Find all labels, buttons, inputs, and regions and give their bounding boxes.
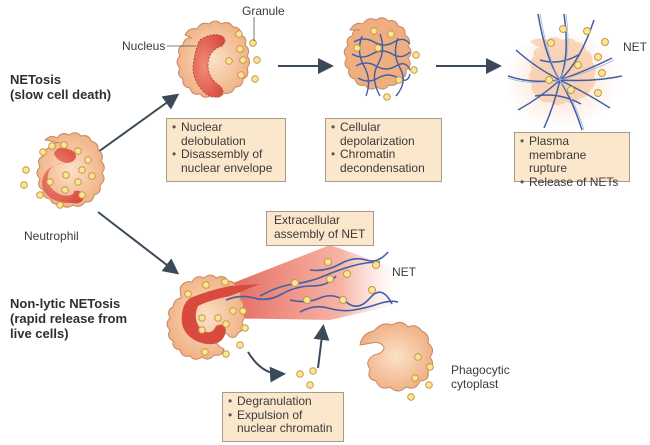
arrow-granules-to-net-assembly <box>313 324 330 369</box>
nonlytic-title-line2: (rapid release from <box>10 311 128 326</box>
nonlytic-title-line3: live cells) <box>10 326 69 341</box>
nonlytic-title: Non-lytic NETosis (rapid release from li… <box>10 296 127 341</box>
delobulation-cell <box>176 20 250 98</box>
box-extracellular-assembly: Extracellular assembly of NET <box>266 211 374 246</box>
phagocytic-label-line2: cytoplast <box>451 377 499 391</box>
neutrophil-granules <box>20 141 96 209</box>
decondensed-chromatin <box>351 33 411 97</box>
nonlytic-cell <box>166 245 399 389</box>
granule-label: Granule <box>242 4 285 18</box>
arrow-degranulation-curve <box>247 351 286 383</box>
nonlytic-chromatin <box>225 251 399 313</box>
phagocytic-cytoplast-label: Phagocytic cytoplast <box>451 363 510 391</box>
neutrophil-cell <box>36 132 105 208</box>
nonlytic-granules <box>184 258 380 389</box>
phagocytic-cytoplast <box>359 321 434 401</box>
neutrophil-nucleus <box>42 147 84 204</box>
delobulation-nucleus <box>192 34 226 98</box>
nonlytic-nucleus <box>181 284 260 345</box>
nonlytic-title-line1: Non-lytic NETosis <box>10 296 121 311</box>
net-structure-top <box>504 13 623 131</box>
net-label-bottom: NET <box>392 265 416 279</box>
arrow-neutrophil-to-nonlytic <box>97 211 180 275</box>
delobulation-granules <box>225 30 261 83</box>
netosis-title: NETosis (slow cell death) <box>10 72 111 102</box>
decondensation-cell <box>343 17 420 101</box>
nucleus-label: Nucleus <box>122 39 166 53</box>
box-item: Degranulation <box>228 394 338 409</box>
box-item: Release of NETs <box>520 175 624 190</box>
netosis-title-line1: NETosis <box>10 72 62 87</box>
netosis-title-line2: (slow cell death) <box>10 87 112 102</box>
arrows <box>97 58 502 383</box>
extracellular-line2: assembly of NET <box>274 226 366 241</box>
extracellular-line1: Extracellular <box>274 213 341 227</box>
net-label-top: NET <box>623 40 647 54</box>
neutrophil-label: Neutrophil <box>24 229 79 243</box>
phagocytic-label-line1: Phagocytic <box>451 363 510 377</box>
arrow-neutrophil-to-delobulation <box>97 93 180 153</box>
